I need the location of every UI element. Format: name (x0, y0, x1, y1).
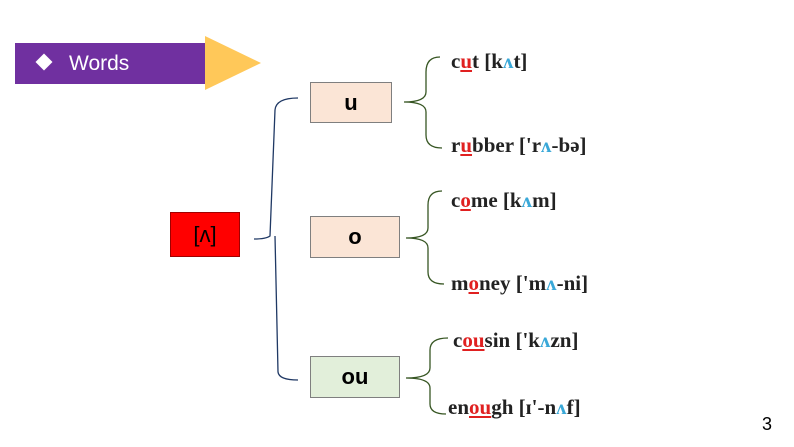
word-cut: cut [kʌt] (451, 49, 528, 73)
section-title: Words (69, 52, 130, 75)
bracket-ou (405, 337, 449, 415)
main-bracket (253, 97, 299, 381)
word-enough: enough [ɪ'-nʌf] (448, 395, 581, 419)
spelling-box-u: u (310, 82, 392, 123)
spelling-box-o: o (310, 216, 400, 258)
arrow-right-icon (205, 36, 261, 90)
bracket-o (405, 190, 445, 285)
word-come: come [kʌm] (451, 188, 557, 212)
word-cousin: cousin ['kʌzn] (453, 328, 579, 352)
bracket-u (403, 56, 443, 149)
spelling-box-ou: ou (310, 356, 400, 398)
page-number: 3 (762, 414, 773, 434)
root-phoneme-box: [ʌ] (170, 212, 240, 257)
word-rubber: rubber ['rʌ-bə] (451, 133, 587, 157)
word-money: money ['mʌ-ni] (451, 271, 589, 295)
